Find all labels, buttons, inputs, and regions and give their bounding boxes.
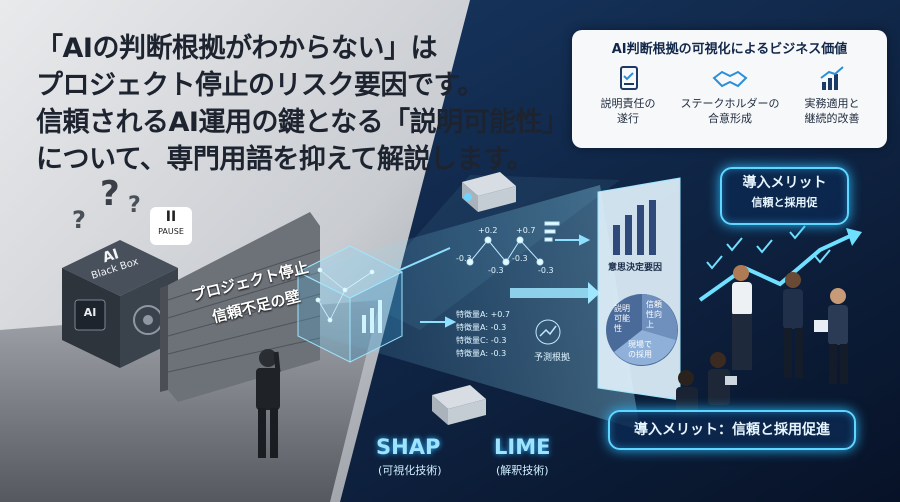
lime-label: LIME — [494, 435, 551, 459]
merit-bubble-sub: 信頼と採用促 — [751, 196, 818, 209]
pie-label: 信頼性向上 — [646, 300, 662, 329]
tree-label: -0.3 — [456, 254, 472, 263]
feature-row: 特徴量C: -0.3 — [456, 336, 507, 345]
headline-line-3: 信頼されるAI運用の鍵となる「説明可能性」 — [36, 107, 569, 138]
benefit-improvement-line-2: 継続的改善 — [804, 112, 860, 125]
pie-label: 現場での採用 — [628, 340, 652, 359]
benefit-accountability: 説明責任の 遂行 — [578, 64, 678, 126]
merit-bubble: 導入メリット 信頼と採用促 — [720, 167, 849, 225]
tree-label: -0.3 — [538, 266, 554, 275]
transparent-ai-cube — [296, 245, 404, 363]
benefit-consensus: ステークホルダーの 合意形成 — [680, 64, 780, 126]
benefit-accountability-line-1: 説明責任の — [600, 97, 656, 110]
lime-subtitle: (解釈技術) — [496, 464, 549, 477]
confused-businessman — [256, 349, 281, 458]
merit-banner: 導入メリット：信頼と採用促進 — [608, 410, 856, 450]
merit-bubble-title: 導入メリット — [742, 175, 827, 191]
projector-bottom — [432, 385, 486, 425]
benefit-consensus-line-2: 合意形成 — [708, 112, 752, 125]
headline: 「AIの判断根拠がわからない」は プロジェクト停止のリスク要因です。 信頼される… — [36, 30, 569, 178]
benefit-consensus-line-1: ステークホルダーの — [680, 97, 780, 110]
pause-badge: II PAUSE — [150, 207, 192, 245]
tree-label: +0.2 — [478, 226, 498, 235]
shap-label: SHAP — [376, 435, 441, 459]
projector-top — [462, 172, 516, 212]
svg-text:?: ? — [128, 193, 141, 218]
ai-chip-label: AI — [83, 306, 97, 319]
headline-line-2: プロジェクト停止のリスク要因です。 — [36, 70, 484, 101]
svg-text:?: ? — [100, 174, 120, 214]
business-value-card: AI判断根拠の可視化によるビジネス価値 説明責任の 遂行 ステークホルダーの 合… — [572, 30, 887, 148]
svg-text:?: ? — [72, 206, 86, 234]
headline-line-1: 「AIの判断根拠がわからない」は — [36, 33, 437, 64]
feature-row: 特徴量A: +0.7 — [456, 310, 510, 319]
pause-icon: II — [165, 209, 177, 225]
growth-chart-icon — [782, 64, 882, 96]
prediction-label: 予測根拠 — [534, 353, 571, 363]
pause-label: PAUSE — [158, 227, 184, 236]
pie-label: 説明可能性 — [614, 304, 630, 333]
decision-tree-graphic — [466, 221, 560, 266]
headline-line-4: について、専門用語を抑えて解説します。 — [36, 144, 534, 175]
feature-row: 特徴量A: -0.3 — [456, 323, 507, 332]
checklist-icon — [578, 64, 678, 96]
business-value-title: AI判断根拠の可視化によるビジネス価値 — [611, 42, 848, 57]
benefit-improvement: 実務適用と 継続的改善 — [782, 64, 882, 126]
tree-label: +0.7 — [516, 226, 536, 235]
tree-label: -0.3 — [512, 254, 528, 263]
panel-chart-label: 意思決定要因 — [608, 263, 663, 273]
feature-row: 特徴量A: -0.3 — [456, 349, 507, 358]
shap-subtitle: (可視化技術) — [378, 464, 442, 477]
brick-wall — [160, 212, 321, 402]
analysis-display-panel — [597, 177, 681, 401]
tree-label: -0.3 — [488, 266, 504, 275]
growth-arrow — [698, 225, 862, 302]
business-team — [676, 265, 848, 417]
benefit-accountability-line-2: 遂行 — [617, 112, 639, 125]
benefit-improvement-line-1: 実務適用と — [804, 97, 860, 110]
handshake-icon — [680, 64, 780, 96]
